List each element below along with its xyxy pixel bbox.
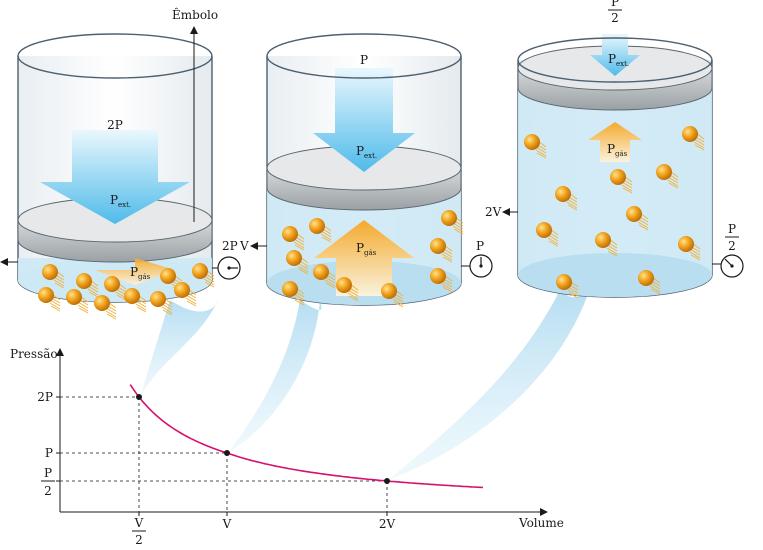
fraction-numerator: P — [611, 0, 619, 9]
fraction-denominator: 2 — [611, 11, 619, 25]
p-gas-arrow — [314, 220, 414, 296]
gas-region — [518, 88, 712, 297]
funnel-cylinder-2 — [229, 300, 322, 452]
p-ext-arrow — [40, 130, 190, 224]
isotherm-curve — [129, 384, 484, 489]
data-point — [136, 394, 142, 400]
data-point — [224, 450, 230, 456]
p-ext-subscript: ext. — [616, 60, 629, 68]
arrow-force-label: P — [360, 53, 368, 67]
p-ext-label: P — [356, 144, 364, 158]
p-ext-label: P — [608, 52, 616, 66]
p-gas-label: P — [607, 142, 615, 156]
p-gas-arrow — [95, 258, 175, 285]
gauge-label: 2P — [222, 239, 238, 253]
pressure-gauge-icon — [217, 256, 241, 280]
p-gas-label: P — [356, 241, 364, 255]
p-ext-subscript: ext. — [118, 201, 131, 209]
x-axis-label: Volume — [518, 516, 564, 530]
x-tick-label: 2V — [379, 517, 396, 531]
y-tick-label-numerator: P — [44, 466, 52, 480]
guide-lines — [60, 396, 388, 512]
embolo-label: Êmbolo — [172, 7, 218, 22]
fraction-numerator: P — [728, 222, 736, 236]
volume-label: V — [239, 239, 249, 253]
gauge-fraction: P 2 — [725, 222, 739, 253]
p-gas-subscript: gás — [364, 249, 377, 257]
pressure-gauge-icon — [720, 254, 744, 278]
p-gas-subscript: gás — [138, 273, 151, 281]
gauge-label: P — [476, 239, 484, 253]
volume-label: 2V — [485, 205, 502, 219]
arrow-force-fraction: P 2 — [608, 0, 622, 25]
data-points — [136, 394, 390, 484]
funnel-cylinder-3 — [388, 288, 590, 480]
fraction-denominator: 2 — [728, 239, 736, 253]
cylinder-3: P ext. P 2 P gás 2V P 2 — [485, 0, 744, 299]
x-tick-label-denominator: 2 — [135, 533, 143, 547]
p-ext-arrow — [590, 34, 640, 76]
x-tick-label-numerator: V — [134, 516, 144, 530]
p-gas-arrow — [588, 122, 642, 162]
p-ext-label: P — [110, 193, 118, 207]
x-tick-label: V — [222, 517, 232, 531]
cylinder-2: P P ext. P gás V P — [239, 33, 493, 308]
y-axis-label: Pressão — [10, 347, 58, 361]
cylinder-1: 2P P ext. P gás Êmbolo 2P — [0, 7, 241, 320]
pressure-gauge-icon — [469, 254, 493, 278]
data-point — [384, 478, 390, 484]
p-gas-label: P — [130, 265, 138, 279]
y-tick-labels: 2P PP 2 — [37, 390, 60, 498]
p-ext-arrow — [313, 68, 415, 172]
funnel-cylinder-1 — [140, 300, 218, 397]
p-ext-subscript: ext. — [364, 152, 377, 160]
y-tick-label: P — [45, 446, 53, 460]
y-tick-label: 2P — [37, 390, 53, 404]
y-tick-label-denominator: 2 — [44, 484, 52, 498]
arrow-force-label: 2P — [107, 118, 123, 132]
p-gas-subscript: gás — [615, 150, 628, 158]
